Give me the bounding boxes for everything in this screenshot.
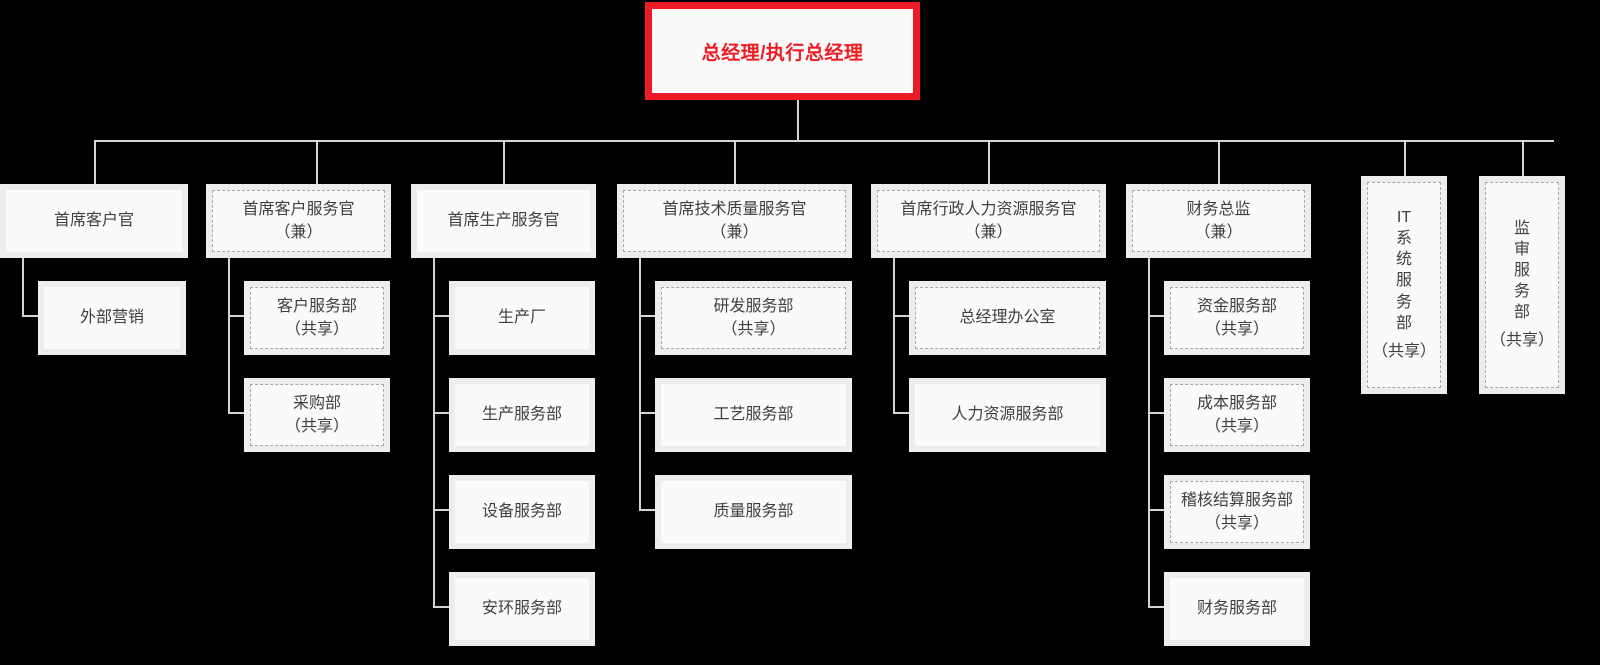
child-node-cost-service-dept-label: 成本服务部 （共享） [1196,394,1277,435]
branch-node-cahrso-label: 首席行政人力资源服务官 （兼） [900,200,1077,241]
branch-3-stub-1 [433,315,451,317]
bus-drop-4 [734,140,736,185]
branch-6-stub-1 [1148,315,1166,317]
child-node-procurement-dept[interactable]: 采购部 （共享） [244,378,390,452]
branch-node-audit-supervision-dept[interactable]: 监 审 服 务 部 （共享） [1479,176,1565,394]
branch-1-trunk [22,258,24,317]
branch-node-audit-supervision-dept-vertical-label: 监 审 服 务 部 [1514,218,1530,324]
branch-3-stub-4 [433,606,451,608]
branch-5-stub-1 [893,315,911,317]
branch-node-cco-label: 首席客户官 [53,212,134,230]
child-node-audit-settlement-dept[interactable]: 稽核结算服务部 （共享） [1164,475,1310,549]
child-node-rnd-service-dept[interactable]: 研发服务部 （共享） [655,281,852,355]
vchar: 服 [1513,261,1530,279]
child-node-hr-service-dept-label: 人力资源服务部 [951,406,1064,424]
child-node-external-marketing-label: 外部营销 [79,309,144,327]
child-node-quality-service-dept[interactable]: 质量服务部 [655,475,852,549]
branch-node-cfo-label: 财务总监 （兼） [1186,200,1251,241]
child-node-quality-service-dept-label: 质量服务部 [713,503,794,521]
child-node-customer-service-dept[interactable]: 客户服务部 （共享） [244,281,390,355]
child-node-production-plant[interactable]: 生产厂 [449,281,595,355]
branch-5-trunk [893,258,895,414]
bus-drop-3 [503,140,505,185]
child-node-funds-service-dept[interactable]: 资金服务部 （共享） [1164,281,1310,355]
child-node-production-service-dept[interactable]: 生产服务部 [449,378,595,452]
branch-node-ccso[interactable]: 首席客户服务官 （兼） [206,184,391,258]
child-node-safety-environment-dept[interactable]: 安环服务部 [449,572,595,646]
branch-node-cahrso[interactable]: 首席行政人力资源服务官 （兼） [871,184,1106,258]
branch-node-audit-supervision-dept-tail: （共享） [1489,332,1554,350]
branch-node-cco[interactable]: 首席客户官 [0,184,188,258]
branch-2-stub-2 [228,412,246,414]
child-node-customer-service-dept-label: 客户服务部 （共享） [276,297,357,338]
branch-node-cpso[interactable]: 首席生产服务官 [411,184,596,258]
vchar: 部 [1513,304,1530,322]
branch-3-stub-2 [433,412,451,414]
vchar: 部 [1395,314,1412,332]
vchar: 务 [1513,282,1530,300]
bus-drop-7 [1404,140,1406,178]
child-node-procurement-dept-label: 采购部 （共享） [284,394,349,435]
bus-drop-6 [1218,140,1220,185]
branch-4-stub-2 [639,412,657,414]
vchar: IT [1396,209,1412,227]
child-node-hr-service-dept[interactable]: 人力资源服务部 [909,378,1106,452]
branch-5-stub-2 [893,412,911,414]
branch-4-trunk [639,258,641,511]
vchar: 务 [1395,293,1412,311]
branch-2-trunk [228,258,230,414]
root-node-general-manager[interactable]: 总经理/执行总经理 [645,2,920,100]
branch-node-cfo[interactable]: 财务总监 （兼） [1126,184,1311,258]
bus-drop-8 [1522,140,1524,178]
child-node-process-service-dept[interactable]: 工艺服务部 [655,378,852,452]
child-node-gm-office[interactable]: 总经理办公室 [909,281,1106,355]
child-node-production-plant-label: 生产厂 [497,309,546,327]
branch-1-stub-1 [22,315,40,317]
branch-node-ctqso[interactable]: 首席技术质量服务官 （兼） [617,184,852,258]
child-node-audit-settlement-dept-label: 稽核结算服务部 （共享） [1180,491,1293,532]
bus-drop-1 [94,140,96,185]
child-node-production-service-dept-label: 生产服务部 [481,406,562,424]
branch-4-stub-1 [639,315,657,317]
bus-drop-5 [988,140,990,185]
root-node-label: 总经理/执行总经理 [652,9,913,93]
branch-6-stub-4 [1148,606,1166,608]
vchar: 统 [1395,251,1412,269]
branch-4-stub-3 [639,509,657,511]
branch-node-cpso-label: 首席生产服务官 [447,212,560,230]
child-node-equipment-service-dept-label: 设备服务部 [481,503,562,521]
branch-node-it-system-dept[interactable]: IT 系 统 服 务 部 （共享） [1361,176,1447,394]
vchar: 服 [1395,272,1412,290]
branch-node-ctqso-label: 首席技术质量服务官 （兼） [662,200,807,241]
top-bus-line [94,140,1554,142]
child-node-rnd-service-dept-label: 研发服务部 （共享） [713,297,794,338]
child-node-finance-service-dept-label: 财务服务部 [1196,600,1277,618]
child-node-finance-service-dept[interactable]: 财务服务部 [1164,572,1310,646]
child-node-process-service-dept-label: 工艺服务部 [713,406,794,424]
child-node-safety-environment-dept-label: 安环服务部 [481,600,562,618]
branch-6-stub-3 [1148,509,1166,511]
bus-drop-2 [316,140,318,185]
child-node-cost-service-dept[interactable]: 成本服务部 （共享） [1164,378,1310,452]
vchar: 审 [1513,240,1530,258]
vchar: 监 [1513,219,1530,237]
child-node-gm-office-label: 总经理办公室 [959,309,1056,327]
branch-node-ccso-label: 首席客户服务官 （兼） [242,200,355,241]
root-stem-line [797,100,799,142]
child-node-funds-service-dept-label: 资金服务部 （共享） [1196,297,1277,338]
vchar: 系 [1395,230,1412,248]
child-node-equipment-service-dept[interactable]: 设备服务部 [449,475,595,549]
branch-6-trunk [1148,258,1150,608]
child-node-external-marketing[interactable]: 外部营销 [38,281,186,355]
branch-3-trunk [433,258,435,608]
branch-node-it-system-dept-vertical-label: IT 系 统 服 务 部 [1396,207,1412,334]
branch-node-it-system-dept-tail: （共享） [1371,342,1436,360]
branch-6-stub-2 [1148,412,1166,414]
branch-3-stub-3 [433,509,451,511]
branch-2-stub-1 [228,315,246,317]
